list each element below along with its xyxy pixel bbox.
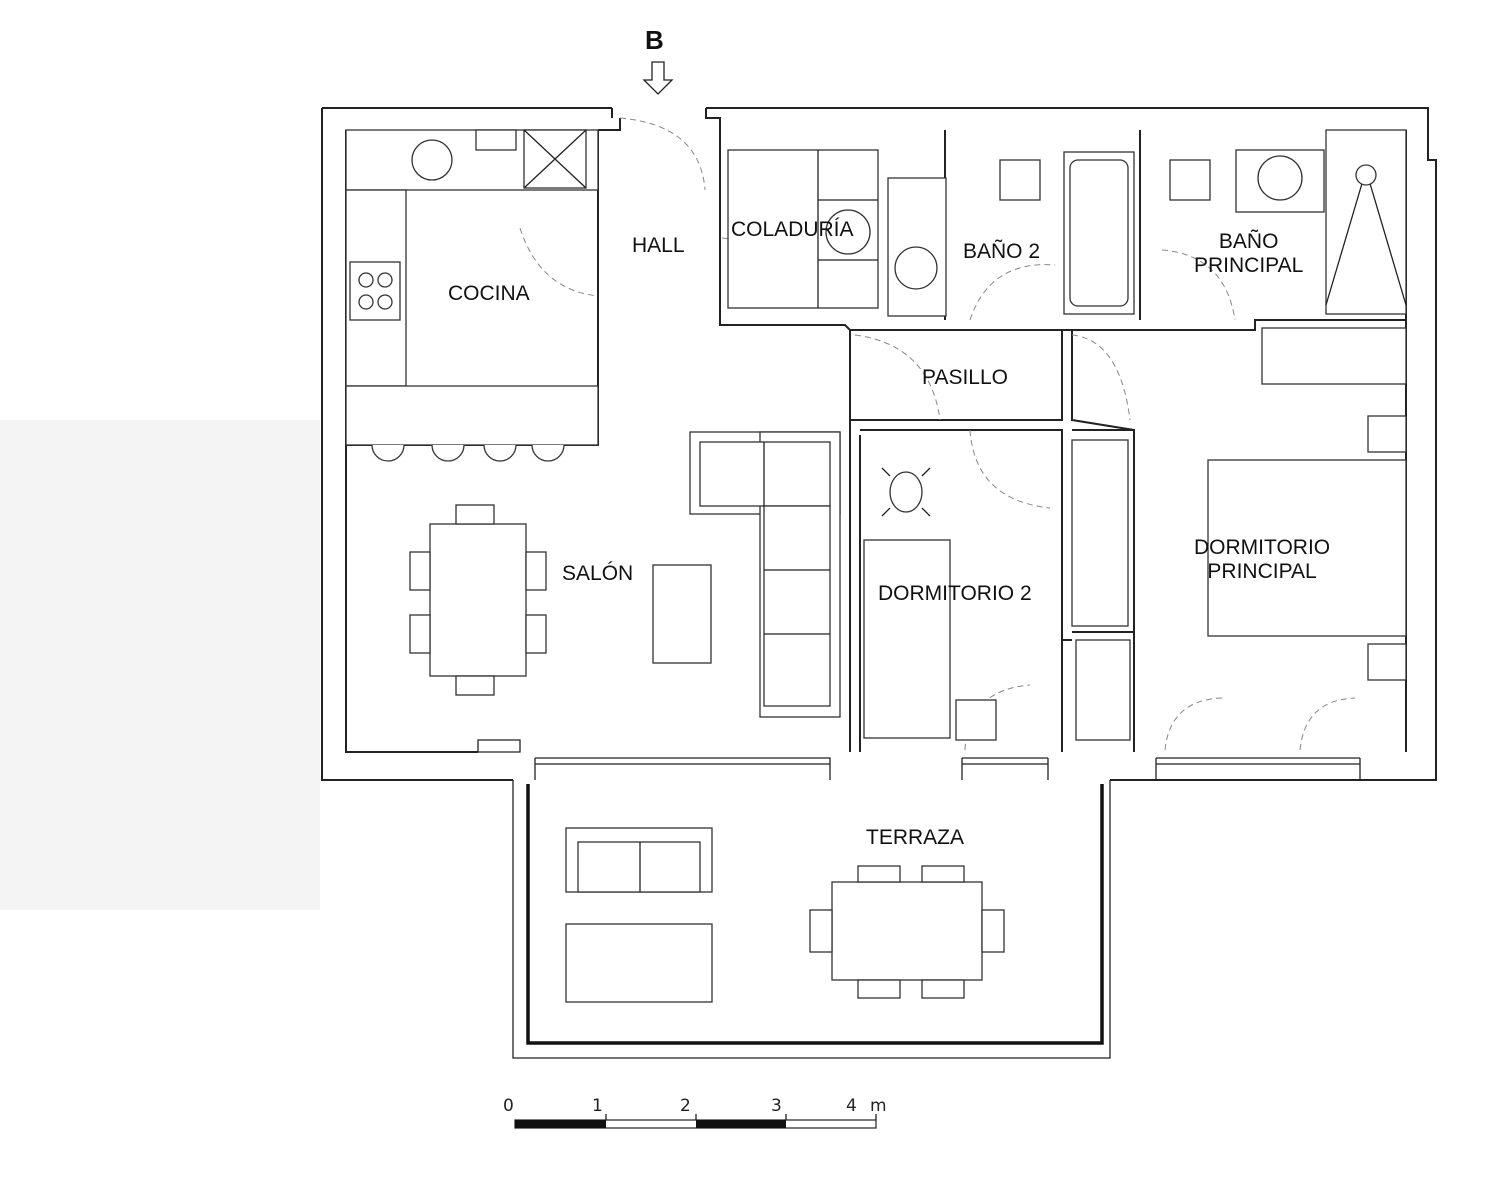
room-label-bano2: BAÑO 2 xyxy=(963,240,1041,263)
room-label-coladuria: COLADURÍA xyxy=(731,218,854,241)
laundry-fixtures xyxy=(727,149,947,317)
windows xyxy=(477,739,1361,780)
entrance-arrow-icon xyxy=(642,61,674,95)
room-label-dormitorio-principal-line2: PRINCIPAL xyxy=(1207,560,1317,583)
scale-tick-2: 2 xyxy=(680,1096,691,1116)
master-bedroom-fixtures xyxy=(1207,327,1407,681)
sofa xyxy=(652,431,841,718)
scale-tick-0: 0 xyxy=(503,1096,514,1116)
scan-shading-left xyxy=(0,420,320,910)
dining-table xyxy=(409,504,547,696)
room-label-salon: SALÓN xyxy=(562,562,634,585)
scale-unit: m xyxy=(870,1096,887,1116)
terrace-outline xyxy=(512,780,1111,1059)
bathroom-fixtures xyxy=(999,129,1407,315)
room-label-hall: HALL xyxy=(632,234,685,257)
room-label-pasillo: PASILLO xyxy=(922,366,1008,389)
terrace-furniture xyxy=(565,827,1005,1003)
room-label-bano-principal-line1: BAÑO xyxy=(1218,230,1279,253)
room-label-terraza: TERRAZA xyxy=(866,826,965,849)
scale-tick-3: 3 xyxy=(771,1096,782,1116)
room-label-dormitorio-principal-line1: DORMITORIO xyxy=(1194,536,1331,559)
kitchen-fixtures xyxy=(345,129,599,462)
room-label-dormitorio2: DORMITORIO 2 xyxy=(878,582,1032,605)
room-label-dormitorio-principal: DORMITORIO PRINCIPAL xyxy=(1194,536,1330,584)
scale-tick-4: 4 xyxy=(846,1096,857,1116)
entrance-marker: B xyxy=(645,25,664,55)
bedroom2-fixtures xyxy=(863,439,1131,741)
room-label-cocina: COCINA xyxy=(448,282,530,305)
room-label-bano-principal: BAÑO PRINCIPAL xyxy=(1194,230,1303,278)
scale-bar xyxy=(514,1114,877,1129)
room-label-bano-principal-line2: PRINCIPAL xyxy=(1194,254,1304,277)
scale-tick-1: 1 xyxy=(592,1096,603,1116)
